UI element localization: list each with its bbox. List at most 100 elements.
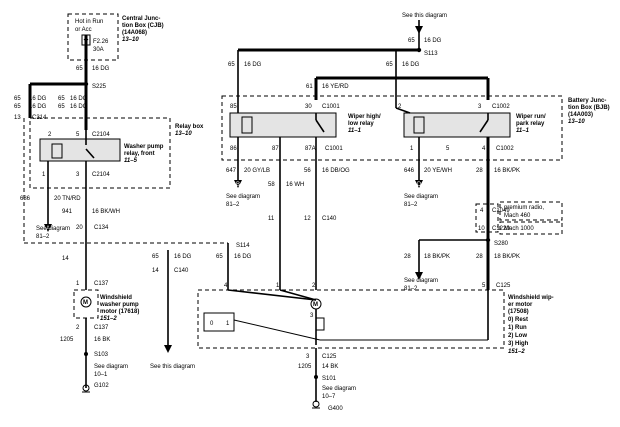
option-mach-1000: Mach 1000 [504,226,534,232]
pin-number: 30 [305,104,312,110]
connector-s101: S101 [322,376,337,382]
wire-number: 65 [386,62,393,68]
wire-number: 65 [76,66,83,72]
pin-number: 2 [398,104,402,110]
pin-number: 1 [276,283,280,289]
wiper-hl-relay-page-ref: 11–1 [348,128,362,134]
wire-color: 16 DG [244,62,262,68]
battery-junction-box: Battery Junc- tion Box (BJB) (14A003) 13… [221,95,610,161]
relay-box-page-ref: 13–10 [175,131,192,137]
wiper-hl-relay-title: Wiper high/ [348,114,381,120]
wire-number: 28 [476,254,483,260]
pin-number: 3 [310,313,314,319]
wire-color: 16 DG [29,96,47,102]
pin-number: 4 [482,146,486,152]
pin-number: 87 [272,146,279,152]
wire-color: 20 TN/RD [54,196,81,202]
pin-number: 85 [230,104,237,110]
wiper-run-park-relay: Wiper run/ park relay 11–1 [403,112,546,138]
bjb-title-2: tion Box (BJB) [568,105,610,111]
pin-number: 1 [76,281,80,287]
connector-c134: C134 [94,225,109,231]
see-diagram-ref: See diagram [94,364,128,370]
wire-color: 18 BK/PK [424,254,450,260]
wiper-motor-title-2: er motor [508,302,533,308]
wire-color: 16 DG [234,254,252,260]
wire-number: 686 [20,196,31,202]
connector-c2104: C2104 [92,172,110,178]
wire-number: 20 [76,225,83,231]
option-premium-radio: premium radio, [504,205,544,211]
wire-color: 18 BK/PK [494,254,520,260]
wire-color: 20 YE/WH [424,168,452,174]
connector-c1002: C1002 [492,104,510,110]
wiper-run-relay-title-2: park relay [516,121,545,127]
pin-number: 86 [230,146,237,152]
wiper-run-relay-title: Wiper run/ [516,114,546,120]
cjb-hot-label: Hot in Run [75,19,103,25]
wire-color: 16 BK [94,337,110,343]
see-diagram-ref: See diagram [36,226,70,232]
ground-g102: G102 [94,383,109,389]
see-diagram-ref: See diagram [404,194,438,200]
wire-number: 28 [404,254,411,260]
arrow-down-icon [164,345,172,353]
cjb-page-ref: 13–10 [122,37,139,43]
see-diagram-page: 81–2 [36,234,50,240]
fuse-rating: 30A [93,47,104,53]
washer-relay-title-2: relay, front [124,151,155,157]
wire-color: 16 BK/WH [92,209,120,215]
connector-c137: C137 [94,325,109,331]
pin-number: 5 [446,146,450,152]
pin-number: 1 [42,172,46,178]
arrow-a-icon [44,224,52,232]
wire-color: 16 DG [174,254,192,260]
wire-color: 20 GY/LB [244,168,270,174]
washer-relay-title: Washer pump [124,144,164,150]
connector-c137: C137 [94,281,109,287]
wire-number: 65 [58,96,65,102]
cjb-part-number: (14A068) [122,30,147,36]
ground-icon [82,384,90,393]
wire-number: 941 [62,209,73,215]
wire-color: 16 DB/OG [322,168,350,174]
wire-number: 1205 [60,337,74,343]
see-diagram-page: 81–2 [404,202,418,208]
connector-c1002: C1002 [496,146,514,152]
motor-icon-letter: M [83,300,88,306]
see-diagram-page: 10–7 [322,394,336,400]
pin-number: 2 [48,132,52,138]
wire-color: 16 DG [424,38,442,44]
wire-color: 16 DG [70,96,88,102]
bjb-part-number: (14A003) [568,112,593,118]
wiper-motor-part-number: (17508) [508,309,529,315]
ground-icon [312,400,320,409]
wire-color: 14 BK [322,364,338,370]
wiper-motor-page-ref: 151–2 [508,349,525,355]
connector-s114: S114 [236,243,250,249]
wire-number: 646 [404,168,415,174]
connector-c1001: C1001 [322,104,340,110]
wire-number: 61 [306,84,313,90]
connector-s103: S103 [94,352,109,358]
connector-c1001: C1001 [325,146,343,152]
washer-pump-relay: Washer pump relay, front 11–5 [39,130,164,164]
pin-number: 2 [76,325,80,331]
wire-number: 647 [226,168,237,174]
wire-color: 16 DG [29,104,47,110]
pin-number: 10 [478,226,485,232]
washer-motor-title-3: motor (17618) [100,309,139,315]
connector-c2104: C2104 [92,132,110,138]
wire-color: 16 DG [402,62,420,68]
connector-c140: C140 [322,216,337,222]
wiper-mode-run: 1) Run [508,325,527,331]
wiper-mode-rest: 0) Rest [508,317,528,323]
wiper-high-low-relay: Wiper high/ low relay 11–1 [229,112,381,138]
pin-number: 3 [306,354,310,360]
connector-s280: S280 [494,241,509,247]
arrow-b-icon [234,180,242,188]
wire-number: 12 [304,216,311,222]
arrow-d-icon [415,180,423,188]
pin-number: 1 [410,146,414,152]
